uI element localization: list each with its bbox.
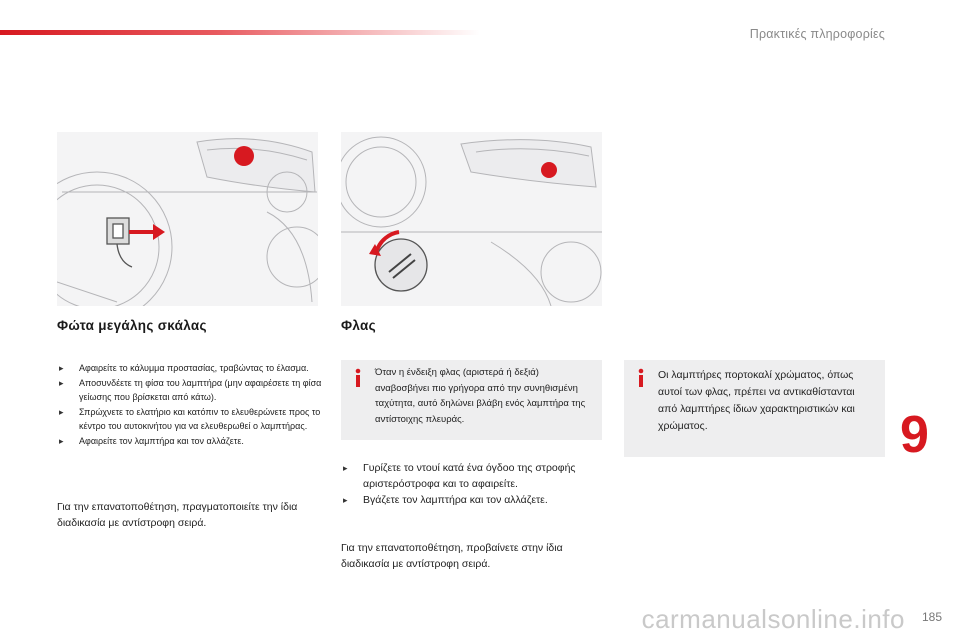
list-item: ▸Αφαιρείτε τον λαμπτήρα και τον αλλάζετε… xyxy=(57,434,322,449)
indicator-info-text: Όταν η ένδειξη φλας (αριστερά ή δεξιά) α… xyxy=(375,367,586,425)
header-accent-bar xyxy=(0,30,480,35)
high-beam-refit-note: Για την επανατοποθέτηση, πραγματοποιείτε… xyxy=(57,501,298,529)
arrow-icon: ▸ xyxy=(343,495,348,505)
indicator-refit-note: Για την επανατοποθέτηση, προβαίνετε στην… xyxy=(341,542,563,570)
arrow-icon: ▸ xyxy=(59,377,64,388)
list-item: ▸Αποσυνδέετε τη φίσα του λαμπτήρα (μην α… xyxy=(59,377,322,403)
section-header-title: Πρακτικές πληροφορίες xyxy=(749,27,885,41)
arrow-icon: ▸ xyxy=(59,363,64,373)
high-beam-steps: ▸Αφαιρείτε το κάλυμμα προστασίας, τραβών… xyxy=(57,361,322,448)
indicator-steps: ▸Γυρίζετε το ντουί κατά ένα όγδοο της στ… xyxy=(341,460,606,508)
indicator-illustration xyxy=(341,132,602,306)
high-beam-title: Φώτα μεγάλης σκάλας xyxy=(57,318,207,333)
list-item: ▸Βγάζετε τον λαμπτήρα και τον αλλάζετε. xyxy=(343,494,548,506)
watermark: carmanualsonline.info xyxy=(641,604,905,634)
page-number: 185 xyxy=(921,610,942,624)
arrow-icon: ▸ xyxy=(343,463,348,473)
list-item: ▸Σπρώχνετε το ελατήριο και κατόπιν το ελ… xyxy=(59,406,321,432)
orange-bulb-info-text: Οι λαμπτήρες πορτοκαλί χρώματος, όπως αυ… xyxy=(658,369,855,432)
arrow-icon: ▸ xyxy=(59,406,64,417)
orange-bulb-info-box: Οι λαμπτήρες πορτοκαλί χρώματος, όπως αυ… xyxy=(624,360,885,457)
chapter-number: 9 xyxy=(900,406,929,464)
list-item: ▸Αφαιρείτε το κάλυμμα προστασίας, τραβών… xyxy=(57,361,322,376)
indicator-info-box: Όταν η ένδειξη φλας (αριστερά ή δεξιά) α… xyxy=(341,360,602,440)
info-icon xyxy=(638,368,644,387)
high-beam-illustration xyxy=(57,132,318,306)
arrow-icon: ▸ xyxy=(59,435,64,446)
info-icon xyxy=(355,368,361,387)
list-item: ▸Γυρίζετε το ντουί κατά ένα όγδοο της στ… xyxy=(343,462,576,490)
indicator-title: Φλας xyxy=(341,318,376,333)
